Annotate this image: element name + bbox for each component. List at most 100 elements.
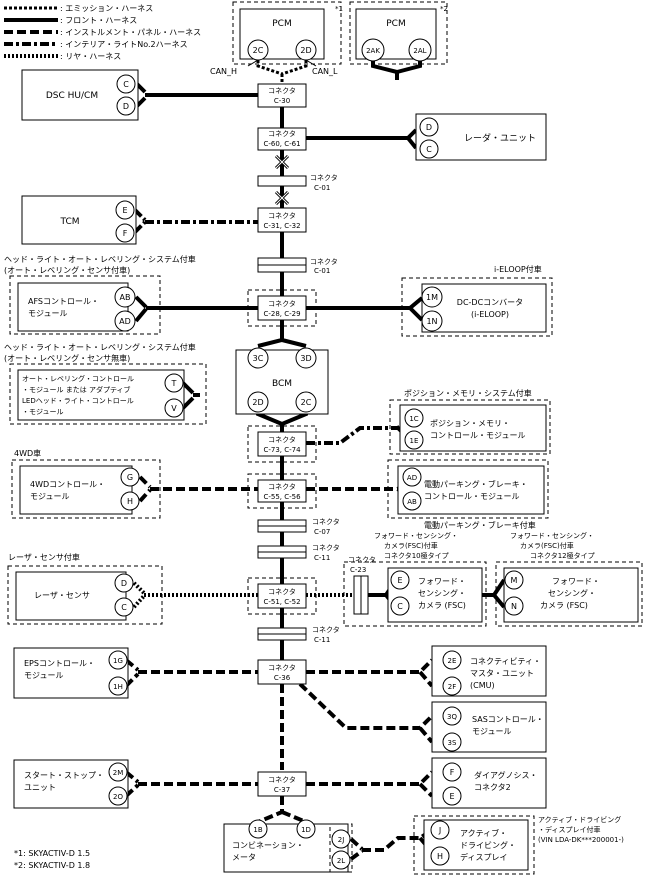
wd-name-1: 4WDコントロール・ <box>30 480 105 489</box>
ads-name-3: ディスプレイ <box>460 852 507 862</box>
connector-c30-word: コネクタ <box>268 86 296 95</box>
bcm-pin-3d <box>295 347 317 369</box>
wire-c36-to-cmu <box>306 658 434 688</box>
afs-pin-ad-label: AD <box>119 317 131 326</box>
tcm-pin-e-label: E <box>122 206 127 215</box>
pcm1-note: *1 <box>335 5 343 13</box>
wd-name-2: モジュール <box>30 492 69 501</box>
wire-c37-to-diag <box>306 770 434 798</box>
fsc10-group-title-3: コネクタ10極タイプ <box>384 551 449 560</box>
diag-pin-f-label: F <box>450 768 455 777</box>
connector-c11-lower-id: C-11 <box>314 636 330 644</box>
radar-pin-d <box>419 117 439 137</box>
wire-c73-to-position <box>306 416 412 445</box>
lvl-name-3: LEDヘッド・ライト・コントロール <box>22 397 134 405</box>
afs-group-title-2: (オート・レベリング・センサ付車) <box>4 265 130 275</box>
ads-group-outline <box>413 815 535 875</box>
fsc12-name-3: カメラ (FSC) <box>540 601 588 610</box>
laser-pin-c-label: C <box>121 603 127 612</box>
laser-group-outline <box>7 565 163 625</box>
diag-pin-f <box>442 762 462 782</box>
wire-c28-to-bcm <box>257 320 307 348</box>
ss-pin-2m-label: 2M <box>113 769 124 777</box>
connector-c31 <box>257 207 307 233</box>
footnote-2: *2: SKYACTIV-D 1.8 <box>14 861 90 870</box>
ads-group-title-1: アクティブ・ドライビング <box>538 815 621 824</box>
meter-pin-1d <box>296 819 316 839</box>
eloop-pin-1n <box>421 310 443 332</box>
fsc12-name-2: センシング・ <box>548 588 596 598</box>
meter-pin-2l <box>331 850 351 870</box>
legend-label-emission: : エミッション・ハーネス <box>60 4 153 13</box>
connector-c36-id: C-36 <box>274 674 291 682</box>
dsc-name: DSC HU/CM <box>46 91 98 101</box>
connector-c11-lower-word: コネクタ <box>312 625 340 634</box>
connector-c11-upper-id: C-11 <box>314 554 330 562</box>
connector-c01-lower-id: C-01 <box>314 267 330 275</box>
cmu-pin-2f <box>442 676 462 696</box>
ads-name-1: アクティブ・ <box>460 828 507 838</box>
fsc12-group-title-1: フォワード・センシング・ <box>510 531 594 540</box>
wire-meter-to-ads <box>349 828 434 861</box>
epb-name-2: コントロール・モジュール <box>424 492 519 501</box>
bcm-pin-2d-label: 2D <box>252 398 263 407</box>
afs-group-outline <box>9 275 161 335</box>
c51-group-outline <box>247 577 317 615</box>
meter-module <box>223 823 349 873</box>
fsc10-group-title-2: カメラ(FSC)付車 <box>384 541 438 550</box>
pcm1-pin-2d <box>295 39 317 61</box>
bcm-pin-2c <box>295 391 317 413</box>
fsc10-name-1: フォワード・ <box>418 577 466 586</box>
ss-name-2: ユニット <box>24 783 56 792</box>
fsc10-name-2: センシング・ <box>418 588 466 598</box>
connector-c30 <box>257 83 307 108</box>
tcm-pin-f-label: F <box>123 229 128 238</box>
ads-group-title-2: ・ディスプレイ付車 <box>538 825 601 834</box>
wd-module <box>19 465 133 515</box>
pcm1-pin-2c-label: 2C <box>253 46 264 55</box>
pcm2-name: PCM <box>386 19 405 29</box>
ss-name-1: スタート・ストップ・ <box>24 771 104 780</box>
meter-pin-2l-label: 2L <box>337 857 345 865</box>
pos-pin-1c-label: 1C <box>409 415 418 423</box>
sas-pin-3q-label: 3Q <box>447 713 457 721</box>
epb-pin-ab <box>402 491 422 511</box>
wire-c36-to-sas <box>298 682 434 744</box>
meter-pin-1d-label: 1D <box>301 826 311 834</box>
ads-pin-h-label: H <box>437 852 443 861</box>
eps-pin-1h-label: 1H <box>113 683 123 691</box>
sas-name-2: モジュール <box>472 727 511 736</box>
pos-group-title: ポジション・メモリ・システム付車 <box>404 388 532 398</box>
fsc10-pin-c-label: C <box>397 602 403 611</box>
wire-dsc-to-c30 <box>135 82 258 108</box>
connector-c73-id: C-73, C-74 <box>263 446 301 454</box>
wire-pcm2-stub <box>371 60 422 80</box>
can-l-label: CAN_L <box>312 67 338 76</box>
fsc12-pin-m-label: M <box>511 576 518 585</box>
bcm-pin-2d <box>247 391 269 413</box>
pos-group-outline <box>389 399 551 455</box>
connector-c28-id: C-28, C-29 <box>263 310 300 318</box>
pcm2-pin-2al <box>408 38 432 62</box>
legend-label-interior: : インテリア・ライトNo.2ハーネス <box>60 40 188 49</box>
fsc10-group-outline <box>343 561 487 627</box>
wire-leveling-stub <box>181 381 200 410</box>
afs-pin-ad <box>114 310 136 332</box>
meter-name-1: コンビネーション・ <box>232 841 304 850</box>
wd-group-outline <box>11 459 161 519</box>
wire-eps-to-c36 <box>124 658 258 688</box>
lvl-name-2: ・モジュール または アダプティブ <box>22 385 131 394</box>
fsc12-module <box>503 567 639 623</box>
lvl-pin-t-label: T <box>171 379 177 388</box>
afs-name-2: モジュール <box>28 309 67 318</box>
meter-pin-group-outline <box>329 823 353 873</box>
wire-c55-to-epb <box>306 475 410 503</box>
pcm2-note: *2 <box>440 5 448 13</box>
sas-pin-3q <box>442 706 462 726</box>
epb-module <box>397 465 545 515</box>
radar-pin-c <box>419 139 439 159</box>
lvl-name-4: ・モジュール <box>22 408 64 416</box>
wire-c37-to-meter <box>257 796 307 824</box>
meter-pin-1b <box>248 819 268 839</box>
